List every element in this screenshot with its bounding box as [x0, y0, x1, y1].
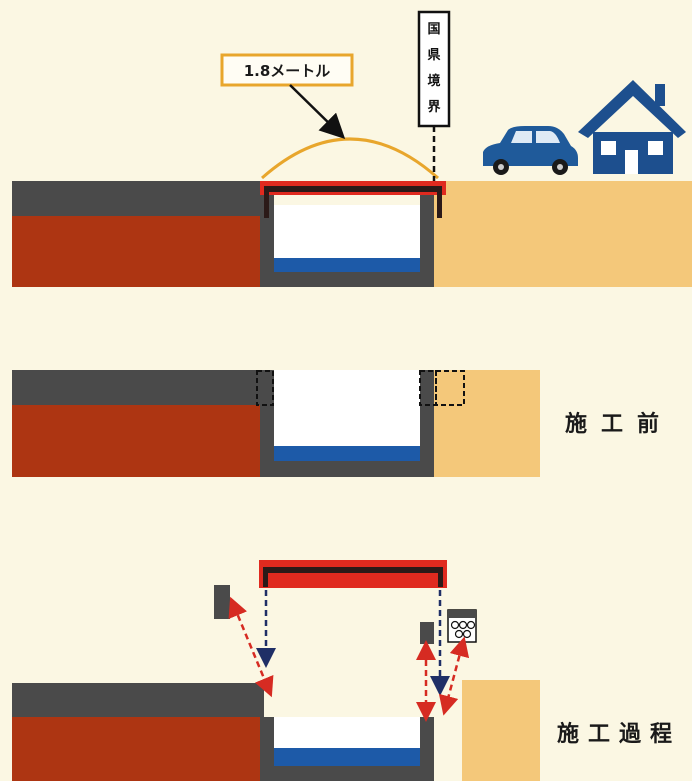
new-slab-leg-left: [263, 573, 268, 587]
panel-before-construction: 施工前: [12, 370, 673, 477]
sand-ground: [434, 181, 692, 287]
boundary-char-3: 境: [427, 73, 440, 89]
callout-pointer: [289, 84, 346, 139]
channel-floor: [260, 461, 434, 477]
arrow-move-gabion: [438, 636, 470, 716]
panel-during-construction: 施工過程: [12, 560, 681, 781]
car-icon: [483, 126, 578, 175]
stage-label-before: 施工前: [565, 411, 673, 437]
asphalt-layer: [12, 181, 264, 216]
new-slab-dark: [263, 567, 443, 573]
new-slab-red: [259, 560, 447, 588]
channel-wall-right: [420, 195, 434, 287]
clay-layer: [12, 717, 264, 781]
removed-part-left: [256, 370, 274, 406]
arrow-move-block-left: [228, 596, 274, 698]
clay-layer: [12, 405, 264, 477]
slab-leg-left: [264, 192, 269, 218]
slab-leg-right: [437, 192, 442, 218]
channel-floor: [260, 272, 434, 287]
house-icon: [578, 80, 686, 174]
channel-floor: [260, 766, 434, 781]
channel-wall-left: [260, 370, 274, 477]
new-slab-leg-right: [438, 573, 443, 587]
precast-block-right: [420, 622, 434, 644]
sand-ground: [434, 370, 540, 477]
gabion-icon: [447, 609, 477, 643]
asphalt-layer: [12, 683, 264, 717]
sand-ground: [462, 680, 540, 781]
span-arch: [261, 137, 439, 180]
callout-label: 1.8メートル: [244, 62, 331, 80]
channel-wall-left: [260, 717, 274, 781]
boundary-char-1: 国: [427, 22, 440, 37]
water: [274, 748, 420, 766]
channel-wall-right: [420, 717, 434, 781]
channel-wall-right: [420, 370, 434, 477]
water: [274, 446, 420, 461]
channel-wall-left: [260, 195, 274, 287]
clay-layer: [12, 216, 264, 287]
boundary-char-2: 県: [427, 48, 440, 63]
removed-part-right-outer: [435, 370, 465, 406]
panel-completed-bridge: 1.8メートル 国 県 境 界: [12, 10, 692, 287]
boundary-char-4: 界: [427, 99, 440, 115]
stage-label-during: 施工過程: [557, 721, 681, 747]
water: [274, 258, 420, 272]
channel-interior: [274, 370, 420, 461]
precast-block-left: [214, 585, 230, 619]
asphalt-layer: [12, 370, 264, 405]
bridge-slab-dark: [264, 186, 442, 192]
callout-box: [220, 53, 354, 87]
